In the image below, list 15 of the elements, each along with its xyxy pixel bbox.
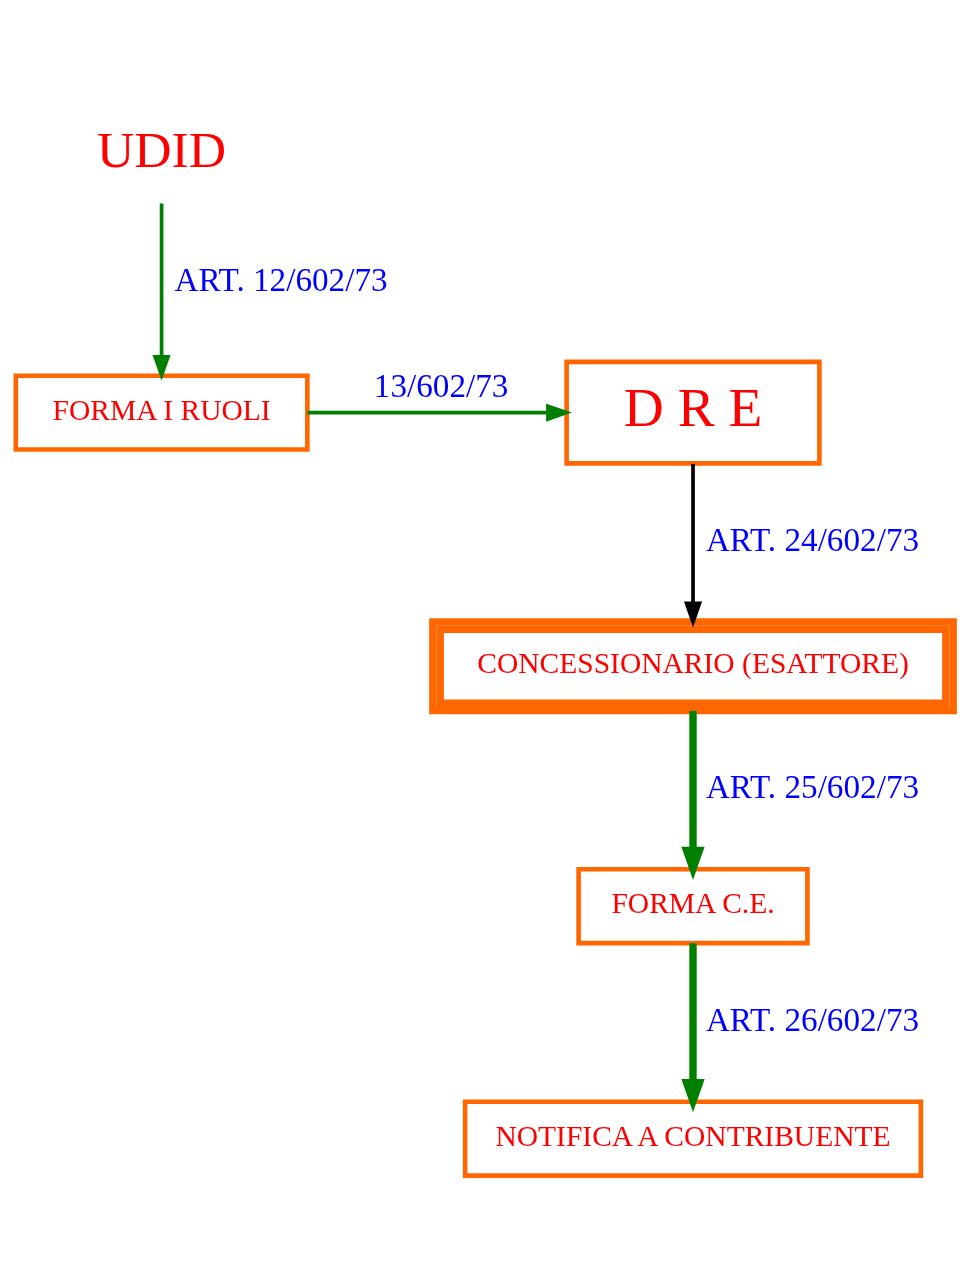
edge-label: ART. 12/602/73 — [174, 260, 388, 298]
arrow — [683, 463, 703, 627]
node-box: NOTIFICA A CONTRIBUENTE — [462, 1099, 924, 1178]
arrow — [307, 403, 572, 422]
edge-label: ART. 26/602/73 — [705, 1000, 920, 1038]
node-box: FORMA C.E. — [576, 866, 810, 945]
arrow — [152, 202, 171, 381]
edge-label: ART. 24/602/73 — [705, 520, 920, 558]
edge-label: 13/602/73 — [373, 366, 509, 404]
edge-label: ART. 25/602/73 — [705, 767, 920, 805]
node-box: FORMA I RUOLI — [13, 372, 310, 452]
node-box: D R E — [564, 359, 822, 466]
arrow — [681, 942, 705, 1112]
node-text: UDID — [97, 120, 227, 178]
node-box: CONCESSIONARIO (ESATTORE) — [429, 617, 957, 714]
